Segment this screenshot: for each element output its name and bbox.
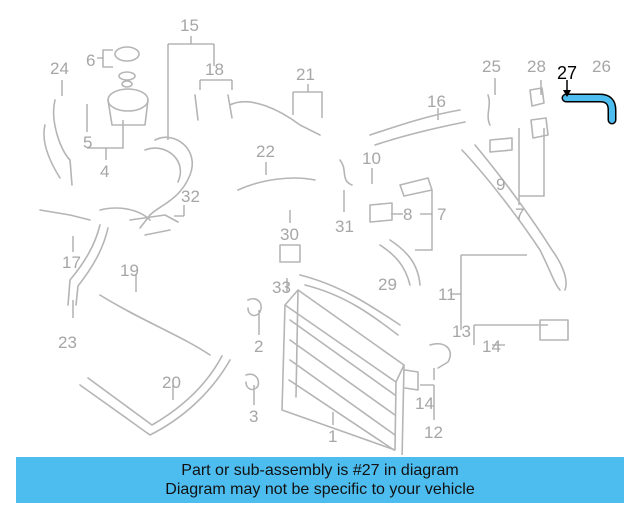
callout-31: 31 [335, 217, 354, 236]
callout-19: 19 [120, 261, 139, 280]
callout-9: 9 [496, 175, 505, 194]
callout-12: 12 [424, 423, 443, 442]
banner-line-part-info: Part or sub-assembly is #27 in diagram [181, 462, 459, 479]
callout-1: 1 [328, 427, 337, 446]
callout-11: 11 [438, 285, 456, 304]
callout-28: 28 [527, 57, 546, 76]
callout-10: 10 [362, 149, 381, 168]
parts-line-art [39, 46, 569, 455]
callout-14b: 14 [415, 394, 434, 413]
callout-32: 32 [181, 187, 200, 206]
callout-24: 24 [50, 59, 69, 78]
callout-29: 29 [378, 275, 397, 294]
callout-5: 5 [83, 133, 92, 152]
callout-21: 21 [296, 65, 315, 84]
radiator [281, 289, 419, 455]
callout-2: 2 [254, 337, 263, 356]
callout-7a: 7 [437, 205, 446, 224]
cooling-system-parts-diagram: 1 2 3 4 5 6 7 7 8 9 10 11 12 13 14 14 15… [39, 16, 617, 455]
callout-26: 26 [592, 57, 611, 76]
part-27-highlighted[interactable] [561, 93, 617, 125]
callout-17: 17 [62, 253, 81, 272]
callout-4: 4 [100, 162, 109, 181]
callout-labels: 1 2 3 4 5 6 7 7 8 9 10 11 12 13 14 14 15… [50, 16, 611, 446]
callout-14a: 14 [482, 337, 501, 356]
leader-lines [61, 36, 548, 425]
callout-7b: 7 [515, 205, 524, 224]
callout-3: 3 [249, 407, 258, 426]
callout-13: 13 [452, 322, 471, 341]
callout-15: 15 [180, 16, 199, 35]
callout-18: 18 [205, 60, 224, 79]
callout-27-highlighted: 27 [557, 63, 577, 83]
callout-6: 6 [86, 51, 95, 70]
callout-25: 25 [482, 57, 501, 76]
part-27-arrowhead [563, 90, 571, 97]
banner-line-disclaimer: Diagram may not be specific to your vehi… [165, 481, 475, 498]
callout-22: 22 [256, 142, 275, 161]
expansion-tank [107, 46, 149, 126]
callout-33: 33 [272, 278, 291, 297]
callout-20: 20 [162, 373, 181, 392]
callout-16: 16 [427, 92, 446, 111]
callout-23: 23 [58, 333, 77, 352]
info-banner: Part or sub-assembly is #27 in diagram D… [16, 457, 624, 503]
callout-8: 8 [403, 205, 412, 224]
callout-30: 30 [280, 225, 299, 244]
